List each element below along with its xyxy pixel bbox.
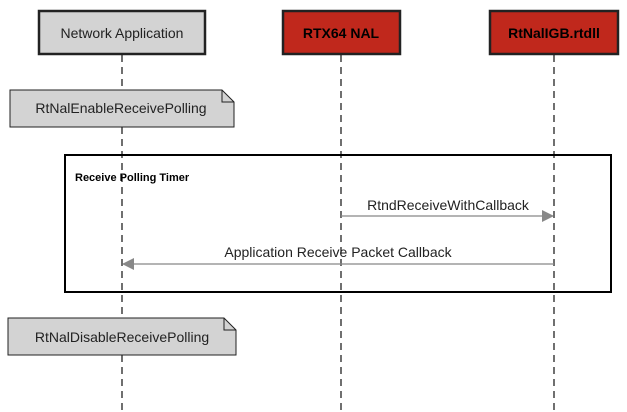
participant-network-application-label: Network Application — [61, 25, 184, 41]
note-disable-receive-polling: RtNalDisableReceivePolling — [7, 317, 237, 356]
participant-rtx64-nal-label: RTX64 NAL — [303, 25, 380, 41]
message-application-receive-packet-callback-label: Application Receive Packet Callback — [224, 244, 452, 260]
message-application-receive-packet-callback: Application Receive Packet Callback — [122, 244, 554, 270]
participant-rtx64-nal: RTX64 NAL — [281, 9, 402, 56]
note-enable-receive-polling-label: RtNalEnableReceivePolling — [35, 100, 206, 116]
participant-rtnaligb-rtdll-label: RtNalIGB.rtdll — [508, 25, 600, 41]
frame-receive-polling-timer: Receive Polling Timer — [64, 154, 612, 293]
note-disable-receive-polling-label: RtNalDisableReceivePolling — [35, 329, 209, 345]
participant-network-application: Network Application — [37, 9, 207, 56]
message-rtnd-receive-with-callback: RtndReceiveWithCallback — [341, 197, 554, 222]
frame-receive-polling-timer-label: Receive Polling Timer — [75, 172, 190, 184]
participant-rtnaligb-rtdll: RtNalIGB.rtdll — [488, 9, 620, 56]
note-enable-receive-polling: RtNalEnableReceivePolling — [9, 89, 235, 128]
message-rtnd-receive-with-callback-label: RtndReceiveWithCallback — [367, 197, 530, 213]
